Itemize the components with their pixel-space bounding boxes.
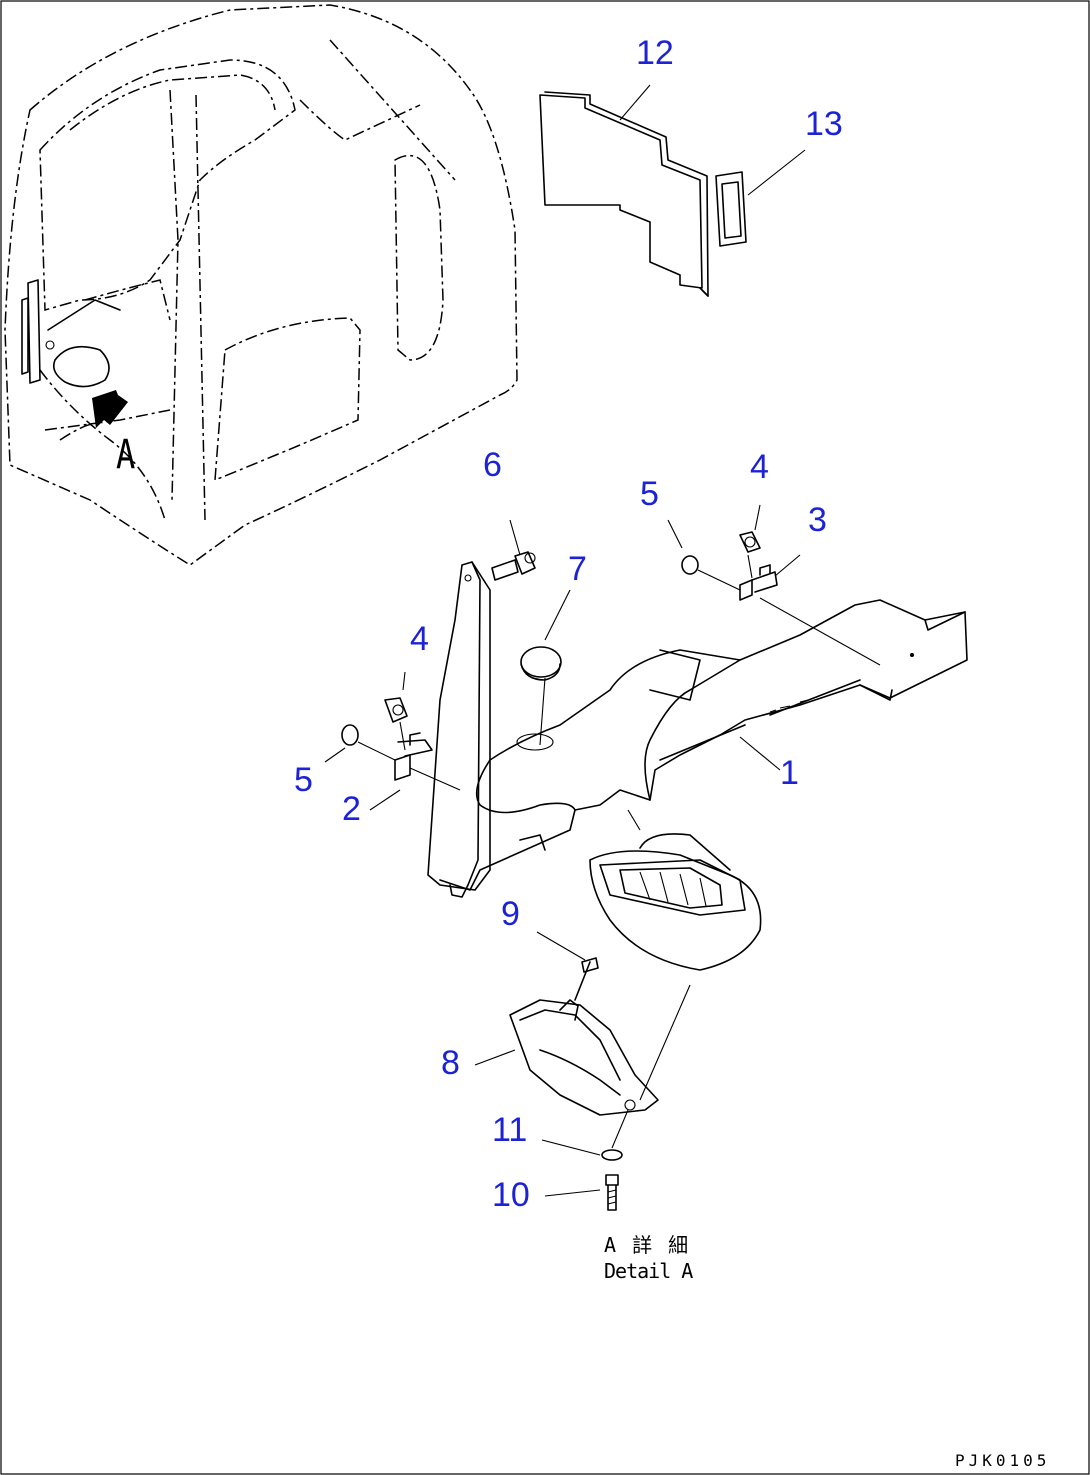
- callout-5-right[interactable]: 5: [640, 475, 659, 513]
- callout-4-left[interactable]: 4: [410, 620, 429, 658]
- part-8-bracket: [474, 984, 691, 1149]
- callout-11[interactable]: 11: [492, 1111, 528, 1149]
- part-13-plate: [715, 171, 747, 247]
- callout-7[interactable]: 7: [568, 550, 587, 588]
- bracket-set-left: [324, 671, 461, 811]
- part-6-clip: [491, 519, 536, 581]
- detail-label-jp: A 詳 細: [604, 1233, 691, 1257]
- side-panel: [427, 561, 491, 898]
- part-12-mat: [539, 91, 709, 297]
- callout-8[interactable]: 8: [441, 1044, 460, 1082]
- callout-4-right[interactable]: 4: [750, 448, 769, 486]
- lamp-assembly: [589, 809, 762, 971]
- callout-10[interactable]: 10: [492, 1176, 530, 1214]
- callout-13[interactable]: 13: [805, 105, 843, 143]
- part-7-cap: [520, 589, 571, 746]
- callout-3[interactable]: 3: [808, 501, 827, 539]
- part-10-bolt: [544, 1174, 619, 1211]
- callout-6[interactable]: 6: [483, 446, 502, 484]
- detail-label-en: Detail A: [604, 1259, 693, 1283]
- view-marker-a: A: [116, 432, 136, 478]
- drawing-code: PJK0105: [955, 1451, 1051, 1470]
- callout-1[interactable]: 1: [780, 754, 799, 792]
- callout-2[interactable]: 2: [342, 790, 361, 828]
- part-1-cover: [439, 599, 968, 891]
- callout-12[interactable]: 12: [636, 34, 674, 72]
- part-9-pin: [536, 931, 599, 1001]
- bracket-set-right: [667, 504, 881, 666]
- cab-outline: [4, 4, 518, 566]
- callout-5-left[interactable]: 5: [294, 761, 313, 799]
- callout-9[interactable]: 9: [501, 895, 520, 933]
- part-11-washer: [541, 1139, 623, 1161]
- leader-lines: [619, 84, 806, 771]
